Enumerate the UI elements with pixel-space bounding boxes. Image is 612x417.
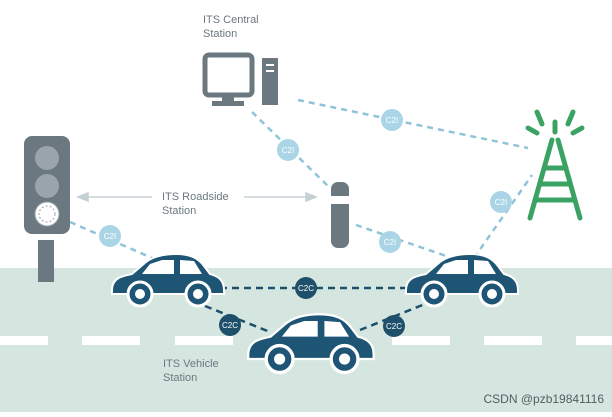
central-station-label: ITS Central Station xyxy=(203,13,259,41)
c2i-badge: C2I xyxy=(490,191,512,213)
lane-markings xyxy=(0,336,612,345)
c2c-badge: C2C xyxy=(219,314,241,336)
roadside-station-label-line: ITS Roadside xyxy=(162,191,229,203)
c2i-badge-label: C2I xyxy=(384,238,396,247)
c2c-badge-label: C2C xyxy=(298,284,314,293)
c2i-badge-label: C2I xyxy=(495,198,507,207)
c2i-badge: C2I xyxy=(379,231,401,253)
vehicle-station-label-line: Station xyxy=(163,372,198,384)
roadside-station-label: ITS Roadside Station xyxy=(162,190,229,218)
c2i-badge-label: C2I xyxy=(282,146,294,155)
antenna-tower-icon xyxy=(525,109,585,221)
traffic-light-icon xyxy=(24,136,70,282)
c2c-badge-label: C2C xyxy=(222,321,238,330)
vehicle-station-label: ITS Vehicle Station xyxy=(163,357,219,385)
watermark: CSDN @pzb19841116 xyxy=(483,392,604,406)
central-station-label-line: Station xyxy=(203,28,238,40)
roadside-unit-icon xyxy=(331,182,349,248)
roadside-range-arrow xyxy=(75,191,319,203)
car-icon xyxy=(405,252,519,308)
c2c-badge: C2C xyxy=(295,277,317,299)
link-central-roadside xyxy=(251,111,331,189)
c2i-badge: C2I xyxy=(277,139,299,161)
c2i-badge: C2I xyxy=(99,225,121,247)
c2i-badge-label: C2I xyxy=(104,232,116,241)
c2i-badge-label: C2I xyxy=(386,116,398,125)
c2i-badge: C2I xyxy=(381,109,403,131)
link-car-tower xyxy=(472,174,534,259)
roadside-station-label-line: Station xyxy=(162,205,197,217)
computer-icon xyxy=(202,52,278,106)
c2i-links xyxy=(69,98,534,260)
c2c-badge-label: C2C xyxy=(386,322,402,331)
vehicle-station-label-line: ITS Vehicle xyxy=(163,358,219,370)
car-icon xyxy=(247,313,375,375)
link-roadside-car xyxy=(355,223,453,260)
c2c-badge: C2C xyxy=(383,315,405,337)
central-station-label-line: ITS Central xyxy=(203,14,259,26)
link-central-tower xyxy=(297,98,529,150)
car-icon xyxy=(111,252,225,308)
